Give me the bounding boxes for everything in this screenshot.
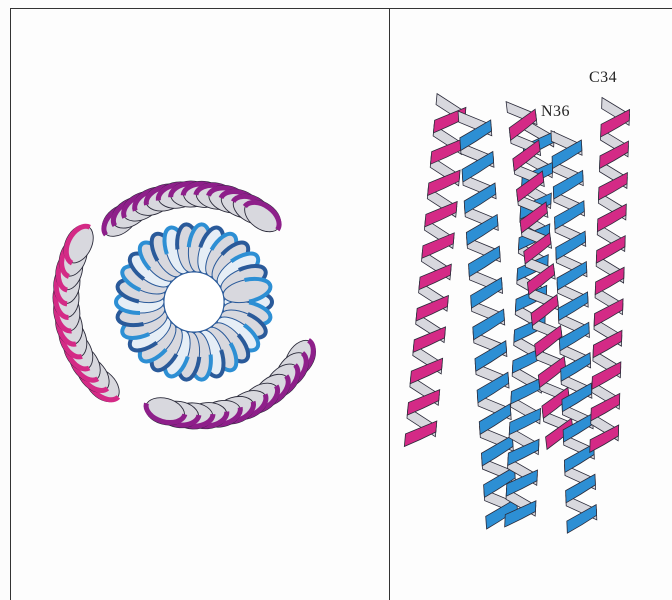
side-view-helices [404, 94, 629, 534]
top-view-helices [52, 179, 322, 430]
outer-helix-a [404, 94, 466, 447]
inner-core-helices [115, 223, 272, 380]
outer-helix-c [590, 98, 630, 453]
outer-helix-left [52, 220, 126, 408]
c34-label: C34 [589, 69, 617, 87]
n36-label: N36 [541, 103, 570, 121]
